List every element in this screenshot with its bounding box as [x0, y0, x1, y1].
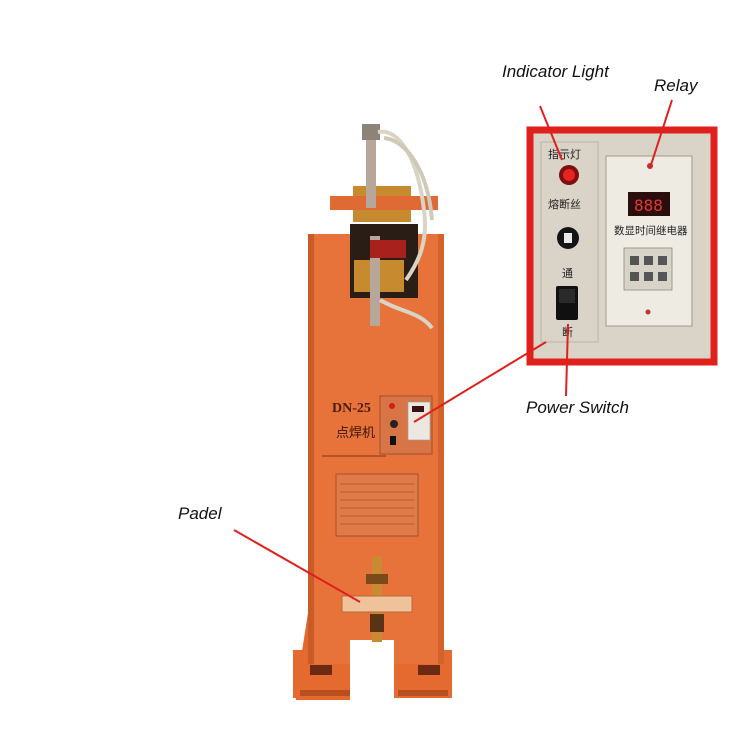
- left-foot-slot: [310, 665, 332, 675]
- power-switch-rocker: [559, 289, 575, 303]
- pedal-plate: [341, 595, 413, 613]
- padel-label: Padel: [178, 504, 222, 523]
- machine-name-text: 点焊机: [336, 425, 375, 441]
- cooling-hose-lower: [378, 298, 434, 330]
- relay-callout-line: [649, 99, 673, 169]
- relay-label: Relay: [654, 76, 698, 95]
- padel-callout-line: [233, 529, 361, 603]
- lower-electrode-rod: [370, 236, 380, 326]
- mini-fuse: [390, 420, 398, 428]
- red-insulator: [370, 240, 406, 258]
- relay-display-digits: 888: [634, 196, 663, 215]
- mini-relay-display: [412, 406, 424, 412]
- relay-display: [628, 192, 670, 216]
- cooling-hose-2: [383, 136, 434, 221]
- indicator-light: [563, 169, 575, 181]
- mini-indicator-light: [389, 403, 395, 409]
- on-cn-label: 通: [562, 267, 573, 280]
- nameplate-lines: [340, 483, 414, 525]
- upper-electrode-cap: [362, 124, 380, 140]
- spot-welder-machine: DN-25 点焊机: [293, 124, 452, 700]
- callout-lines: [233, 99, 673, 603]
- column-left-edge: [308, 234, 314, 664]
- leg-gap: [350, 640, 394, 698]
- right-foot-slot: [418, 665, 440, 675]
- spec-line-mark: [322, 455, 386, 457]
- pedal-spring: [370, 614, 384, 632]
- left-foot-shadow: [300, 690, 350, 696]
- cooling-hose: [377, 129, 427, 282]
- fuse-slot: [564, 233, 572, 243]
- indicator-cn-label: 指示灯: [548, 147, 581, 161]
- pedal-bracket: [366, 574, 388, 584]
- nameplate: [335, 473, 419, 537]
- relay-dials: [630, 256, 667, 281]
- zoomed-control-panel: 指示灯 熔断丝 通 断 888 数显时间继电器: [526, 126, 718, 366]
- power-switch-callout-line: [565, 323, 569, 397]
- indicator-light-label: Indicator Light: [502, 62, 609, 81]
- indicator-callout-line: [539, 105, 563, 161]
- model-text: DN-25: [332, 401, 371, 416]
- fuse-cn-label: 熔断丝: [548, 197, 581, 211]
- column-right-edge: [438, 234, 444, 664]
- right-foot-shadow: [398, 690, 448, 696]
- upper-electrode-rod: [366, 128, 376, 208]
- relay-dial-block: [623, 247, 673, 291]
- relay-cn-label: 数显时间继电器: [614, 224, 688, 237]
- relay-bottom-led: [645, 309, 651, 315]
- mini-switch: [390, 436, 396, 445]
- upper-arm: [330, 196, 438, 210]
- left-subpanel: [540, 141, 599, 343]
- panel-to-machine-line: [413, 341, 547, 423]
- relay-body: [605, 155, 693, 327]
- power-switch-label: Power Switch: [526, 398, 629, 417]
